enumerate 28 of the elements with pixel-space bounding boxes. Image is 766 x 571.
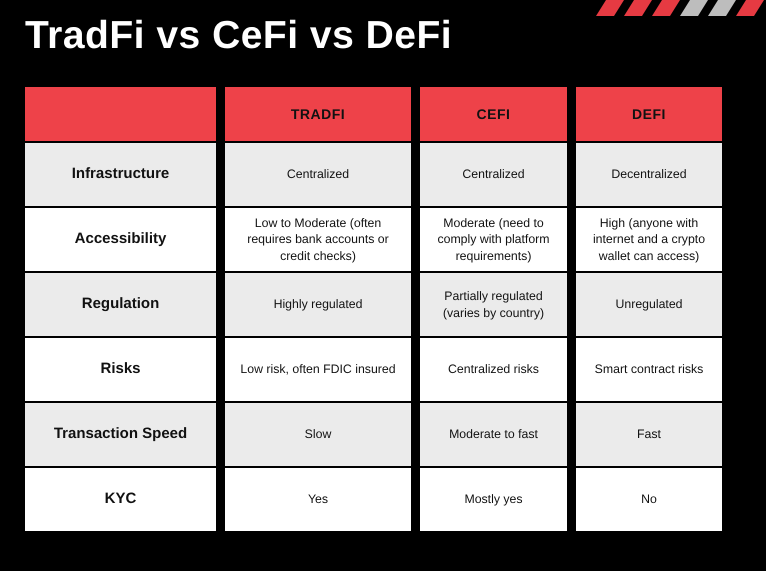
data-cell: Decentralized bbox=[576, 143, 722, 206]
data-cell: Centralized bbox=[420, 143, 567, 206]
data-cell: Smart contract risks bbox=[576, 338, 722, 401]
data-cell: Unregulated bbox=[576, 273, 722, 336]
data-cell: Centralized risks bbox=[420, 338, 567, 401]
column-header: TRADFI bbox=[225, 87, 411, 141]
row-header: Accessibility bbox=[25, 208, 216, 271]
column-header: DEFI bbox=[576, 87, 722, 141]
data-cell: Highly regulated bbox=[225, 273, 411, 336]
data-cell: Yes bbox=[225, 468, 411, 531]
row-header: KYC bbox=[25, 468, 216, 531]
title: TradFi vs CeFi vs DeFi bbox=[25, 14, 452, 58]
data-cell: Low risk, often FDIC insured bbox=[225, 338, 411, 401]
row-header: Risks bbox=[25, 338, 216, 401]
row-header: Transaction Speed bbox=[25, 403, 216, 466]
data-cell: Mostly yes bbox=[420, 468, 567, 531]
data-cell: Fast bbox=[576, 403, 722, 466]
data-cell: Centralized bbox=[225, 143, 411, 206]
data-cell: No bbox=[576, 468, 722, 531]
data-cell: Moderate (need to comply with platform requirements) bbox=[420, 208, 567, 271]
row-header: Regulation bbox=[25, 273, 216, 336]
row-header: Infrastructure bbox=[25, 143, 216, 206]
column-header: CEFI bbox=[420, 87, 567, 141]
data-cell: Moderate to fast bbox=[420, 403, 567, 466]
data-cell: Low to Moderate (often requires bank accounts or credit checks) bbox=[225, 208, 411, 271]
data-cell: Slow bbox=[225, 403, 411, 466]
data-cell: High (anyone with internet and a crypto wallet can access) bbox=[576, 208, 722, 271]
data-cell: Partially regulated (varies by country) bbox=[420, 273, 567, 336]
